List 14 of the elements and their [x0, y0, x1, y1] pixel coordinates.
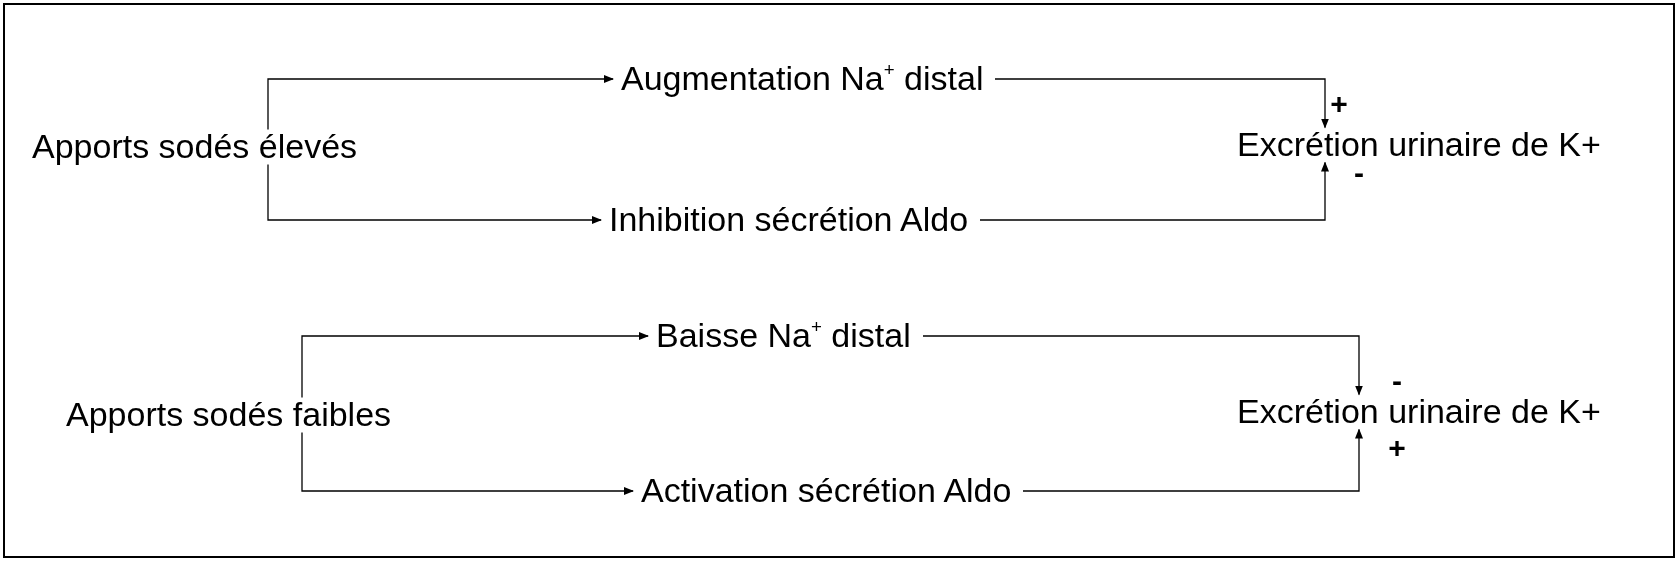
- node-text: Inhibition sécrétion Aldo: [609, 200, 969, 240]
- arrow: [301, 332, 649, 399]
- arrow: [1022, 428, 1363, 492]
- node-text: Apports sodés faibles: [66, 395, 392, 435]
- node-text: Augmentation Na$^{+}$ distal: [621, 59, 984, 99]
- node-text: Baisse Na$^{+}$ distal: [656, 316, 911, 356]
- arrow: [301, 431, 634, 495]
- arrow: [994, 78, 1329, 129]
- arrow: [267, 163, 602, 224]
- arrow: [979, 161, 1329, 221]
- node-text: Activation sécrétion Aldo: [641, 471, 1012, 511]
- node-text: Apports sodés élevés: [32, 127, 358, 167]
- arrow: [922, 335, 1363, 396]
- arrow: [267, 75, 614, 131]
